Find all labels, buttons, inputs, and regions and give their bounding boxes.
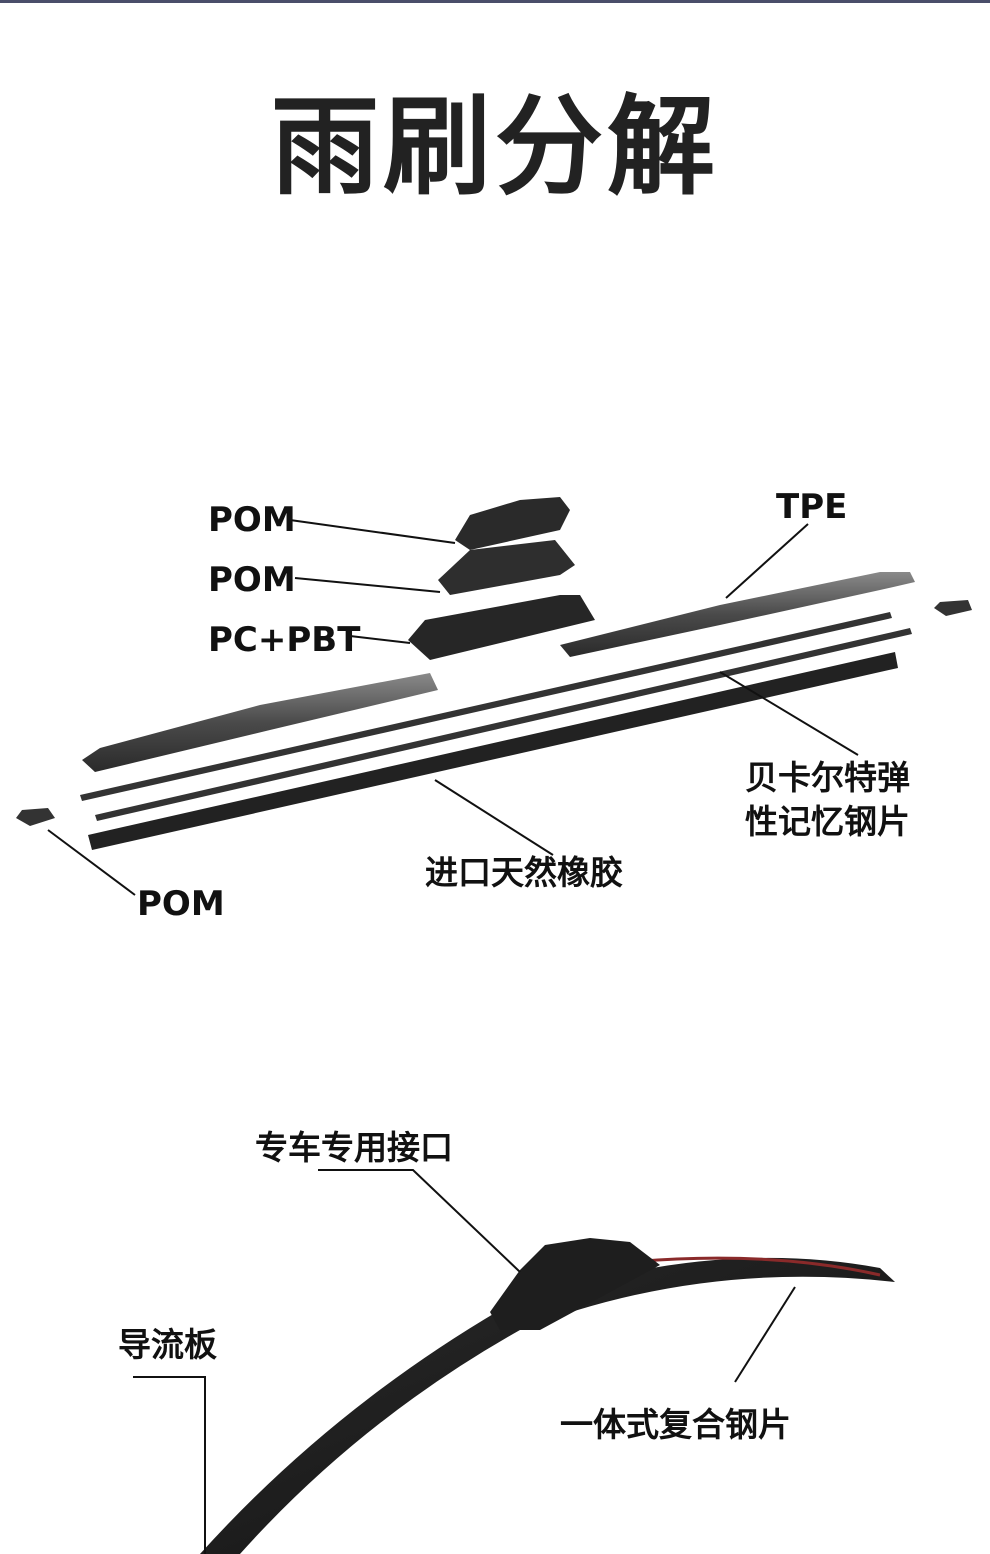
label-pom-endcap: POM <box>137 884 225 924</box>
label-pom-top: POM <box>208 500 296 540</box>
tpe-spoiler-left <box>82 673 438 772</box>
label-pc-pbt: PC+PBT <box>208 620 361 660</box>
steel-strips <box>80 612 912 821</box>
pom-top-part <box>455 497 570 550</box>
assembled-wiper <box>200 1238 895 1554</box>
top-border <box>0 0 990 3</box>
label-steel-line1: 贝卡尔特弹 <box>745 758 910 797</box>
label-rubber: 进口天然橡胶 <box>425 853 623 892</box>
rubber-blade <box>88 652 898 850</box>
tpe-spoiler-right <box>560 572 915 657</box>
leader-lines-exploded <box>47 519 859 896</box>
label-pom-middle: POM <box>208 560 296 600</box>
pom-endcap-right <box>934 600 972 616</box>
pom-middle-part <box>438 540 575 595</box>
label-connector: 专车专用接口 <box>255 1128 453 1167</box>
label-steel-line2: 性记忆钢片 <box>745 802 910 841</box>
page-title: 雨刷分解 <box>270 85 719 210</box>
leader-lines-assembled <box>133 1169 796 1554</box>
pom-endcap-left <box>16 808 55 826</box>
label-spoiler: 导流板 <box>118 1325 217 1364</box>
label-composite-steel: 一体式复合钢片 <box>560 1405 791 1444</box>
pc-pbt-base <box>408 595 595 660</box>
label-tpe: TPE <box>776 487 848 527</box>
